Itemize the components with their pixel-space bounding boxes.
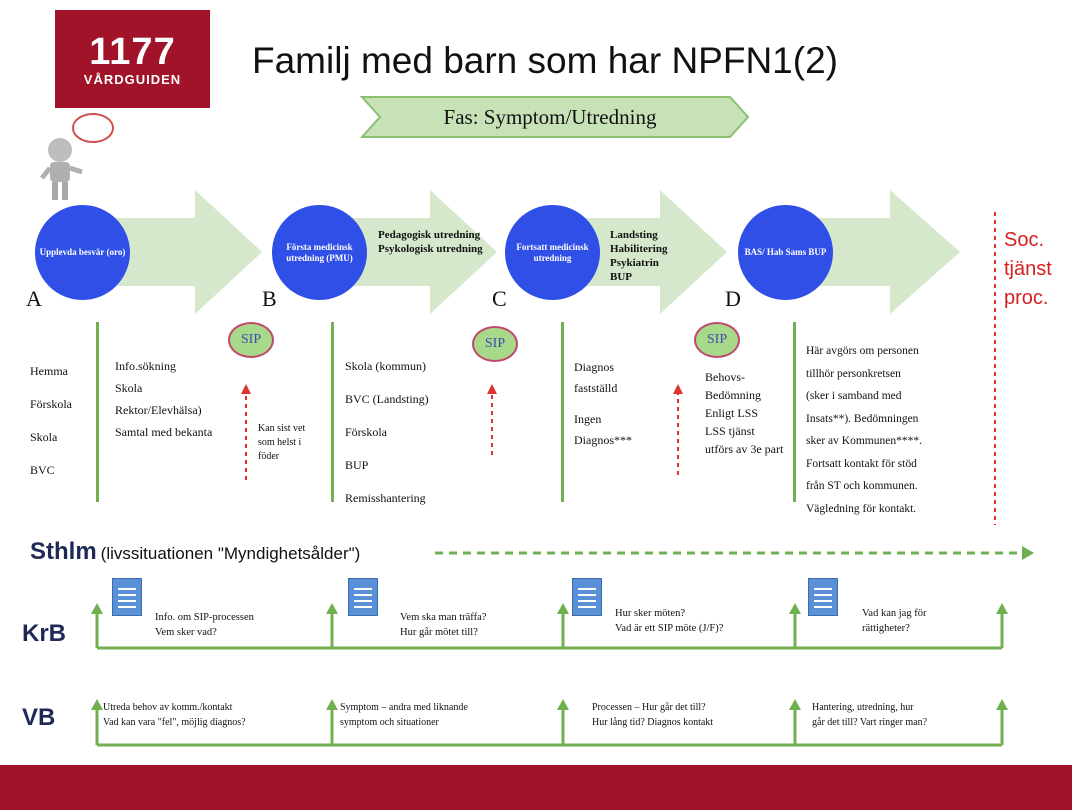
stage-line-d — [793, 322, 796, 502]
stage-circle-d: BAS/ Hab Sams BUP — [738, 205, 833, 300]
stage-arrow-d — [790, 190, 960, 314]
sip-badge-2: SIP — [472, 326, 518, 362]
stage-circle-b: Första medicinsk utredning (PMU) — [272, 205, 367, 300]
person-icon — [40, 113, 114, 200]
phase-label: Fas: Symptom/Utredning — [443, 105, 657, 129]
sthlm-label: Sthlm — [30, 538, 97, 565]
logo-1177: 1177 VÅRDGUIDEN — [55, 10, 210, 108]
stage-circle-c: Fortsatt medicinsk utredning — [505, 205, 600, 300]
stage-circle-a: Upplevda besvär (oro) — [35, 205, 130, 300]
stage-letter-c: C — [492, 286, 507, 311]
stage-c-items: Diagnos fastställd Ingen Diagnos*** — [574, 360, 632, 447]
vb-item-3: Processen – Hur går det till?Hur lång ti… — [592, 702, 714, 728]
document-icon — [348, 578, 378, 616]
stage-line-a — [96, 322, 99, 502]
stage-arrow-b — [330, 190, 497, 314]
sthlm-row: Sthlm (livssituationen "Myndighetsålder"… — [30, 538, 360, 566]
phase-banner — [359, 96, 750, 138]
stage-arrow-c — [560, 190, 727, 314]
logo-number: 1177 — [89, 31, 176, 73]
sip-badge-1: SIP — [228, 322, 274, 358]
krb-item-3: Hur sker möten?Vad är ett SIP möte (J/F)… — [615, 608, 724, 634]
stage-letter-b: B — [262, 286, 277, 311]
document-icon — [808, 578, 838, 616]
stage-line-c — [561, 322, 564, 502]
document-icon — [572, 578, 602, 616]
logo-name: VÅRDGUIDEN — [83, 72, 182, 87]
krb-label: KrB — [22, 620, 67, 647]
stage-letter-d: D — [725, 286, 741, 311]
vb-label: VB — [22, 704, 56, 731]
sthlm-subtitle: (livssituationen "Myndighetsålder") — [100, 544, 361, 563]
stage-arrow-a — [95, 190, 262, 314]
stage-letter-a: A — [26, 286, 42, 311]
sip-badge-3: SIP — [694, 322, 740, 358]
footer-bar — [0, 765, 1072, 810]
stage-line-b — [331, 322, 334, 502]
stage-a-note: Kan sist vet som helst i föder — [258, 423, 306, 462]
krb-item-2: Vem ska man träffa?Hur går mötet till? — [400, 612, 487, 638]
page-title: Familj med barn som har NPFN1(2) — [252, 40, 838, 81]
document-icon — [112, 578, 142, 616]
